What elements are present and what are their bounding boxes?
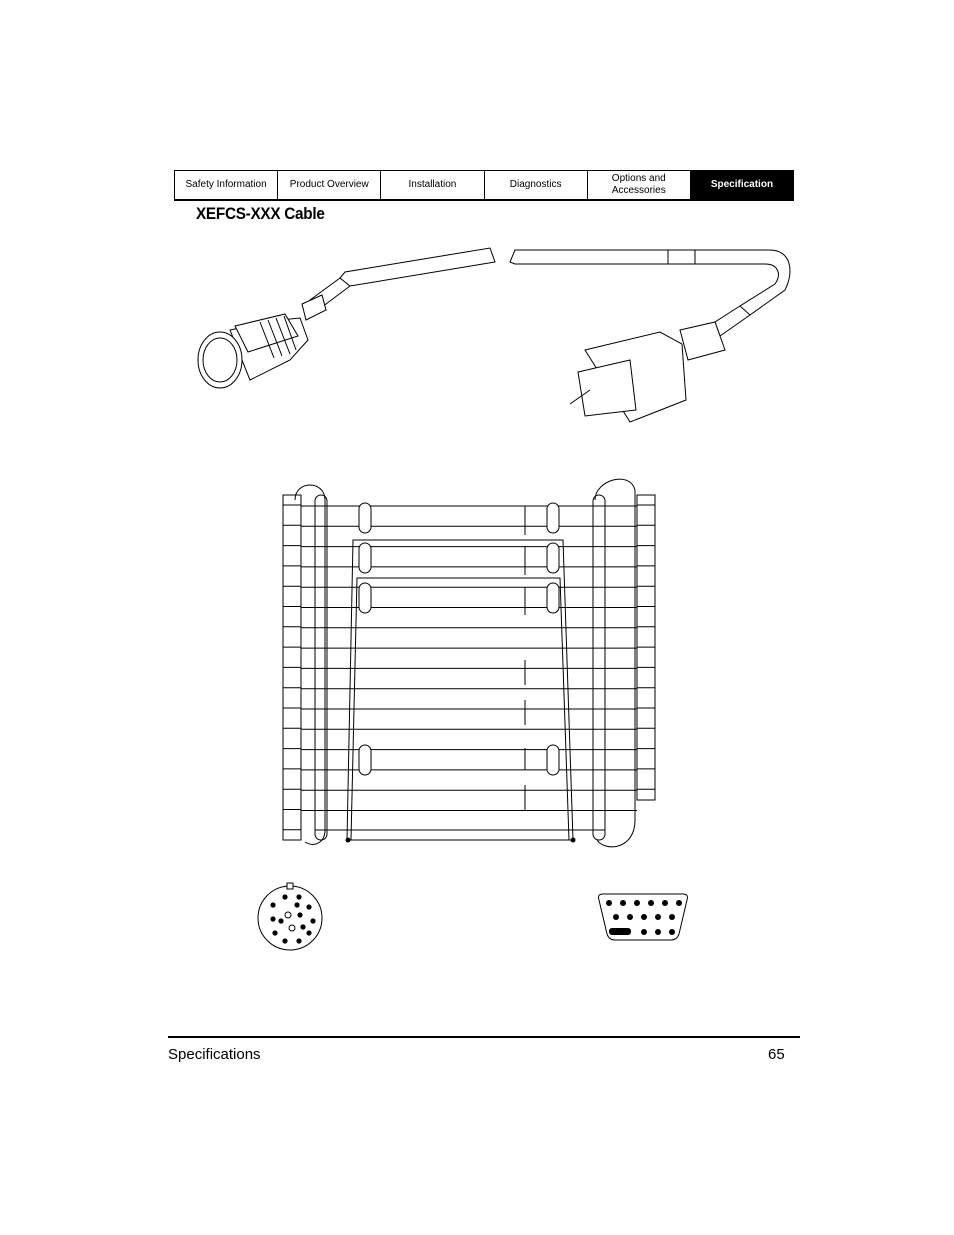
tab-options-and-accessories[interactable]: Options and Accessories [588,171,691,199]
footer-page-number: 65 [768,1046,785,1063]
footer-section-name: Specifications [168,1046,261,1063]
tab-product-overview[interactable]: Product Overview [278,171,382,199]
wiring-diagram [282,478,656,848]
cable-illustration [197,247,791,423]
page-title: XEFCS-XXX Cable [196,204,325,223]
circular-connector-face [257,882,323,951]
dsub-connector-face [598,893,688,941]
tab-specification[interactable]: Specification [690,171,794,199]
section-nav-tabs: Safety Information Product Overview Inst… [174,170,794,201]
tab-installation[interactable]: Installation [381,171,485,199]
footer-divider [168,1036,800,1038]
tab-safety-information[interactable]: Safety Information [175,171,279,199]
tab-diagnostics[interactable]: Diagnostics [485,171,588,199]
